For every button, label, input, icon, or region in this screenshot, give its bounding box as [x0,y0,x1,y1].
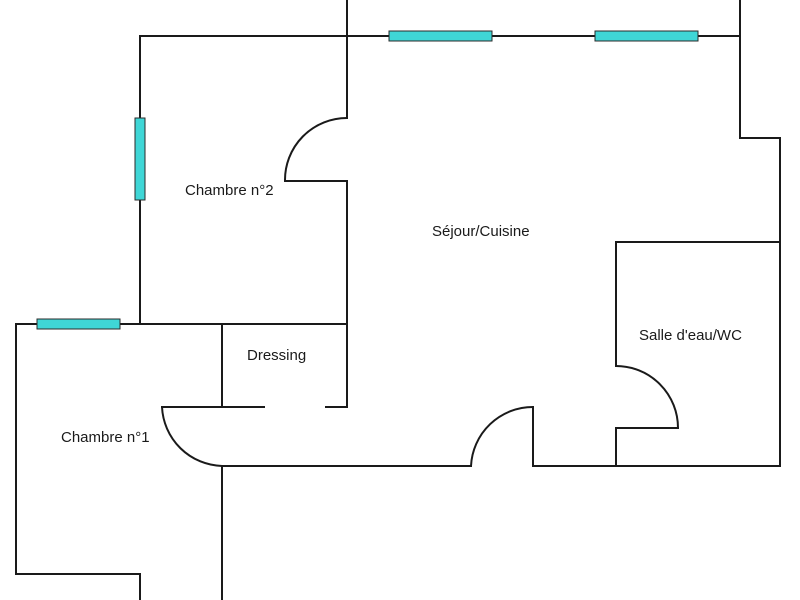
door-bathroom [615,365,679,429]
doors [161,117,679,467]
window-bedroom1 [36,318,121,330]
door-bedroom1 [161,406,223,467]
door-bedroom2 [283,117,348,182]
window-top-2 [594,30,699,42]
label-bedroom-2: Chambre n°2 [185,182,274,199]
windows [36,30,699,330]
door-entry [470,405,534,467]
label-bedroom-1: Chambre n°1 [61,429,150,446]
wall-right-upper [739,35,781,467]
window-top-1 [388,30,493,42]
wall-bedroom1-west [15,323,141,600]
label-bathroom-wc: Salle d'eau/WC [639,327,742,344]
walls [15,0,781,600]
window-bedroom2 [134,117,146,201]
room-labels: Chambre n°2 Séjour/Cuisine Salle d'eau/W… [61,182,742,446]
label-living-kitchen: Séjour/Cuisine [432,223,530,240]
label-dressing: Dressing [247,347,306,364]
